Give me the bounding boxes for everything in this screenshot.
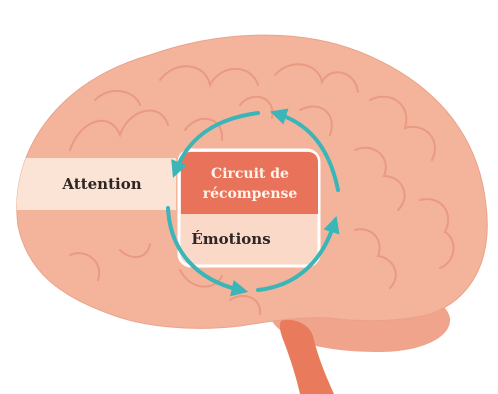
arrow-left-bottom [166,206,249,297]
reward-circuit-label-line2: récompense [203,186,298,202]
arrow-bottom-right [256,215,340,292]
attention-band [16,158,176,211]
cycle-arrows [166,108,340,297]
reward-circuit-box [181,152,318,214]
arrow-top-left [171,111,260,178]
brain-folds [69,63,455,315]
arrow-right-top [269,108,340,192]
attention-label: Attention [61,175,141,193]
reward-circuit-label-line1: Circuit de [211,166,289,182]
emotions-label: Émotions [191,230,270,248]
brainstem [279,319,334,394]
